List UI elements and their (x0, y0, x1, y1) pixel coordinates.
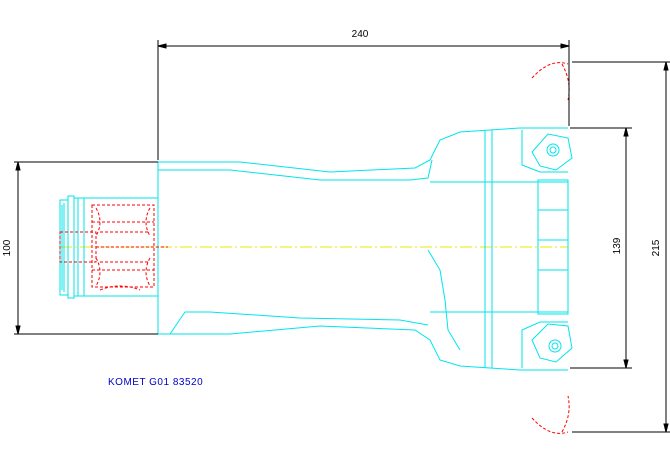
part-label: KOMET G01 83520 (108, 377, 203, 388)
dimension-label-shank: 100 (2, 239, 13, 256)
tool-body-outline (59, 127, 573, 371)
hidden-features (59, 62, 570, 434)
dimension-label-insert-span: 139 (612, 237, 623, 254)
dimension-insert-span (570, 127, 632, 369)
dimension-label-length: 240 (352, 29, 369, 40)
dimension-overall-length (157, 40, 570, 160)
dimension-label-cutting-diameter: 215 (651, 239, 662, 256)
dimension-shank-diameter (14, 161, 158, 335)
dimension-cutting-diameter (572, 61, 670, 433)
